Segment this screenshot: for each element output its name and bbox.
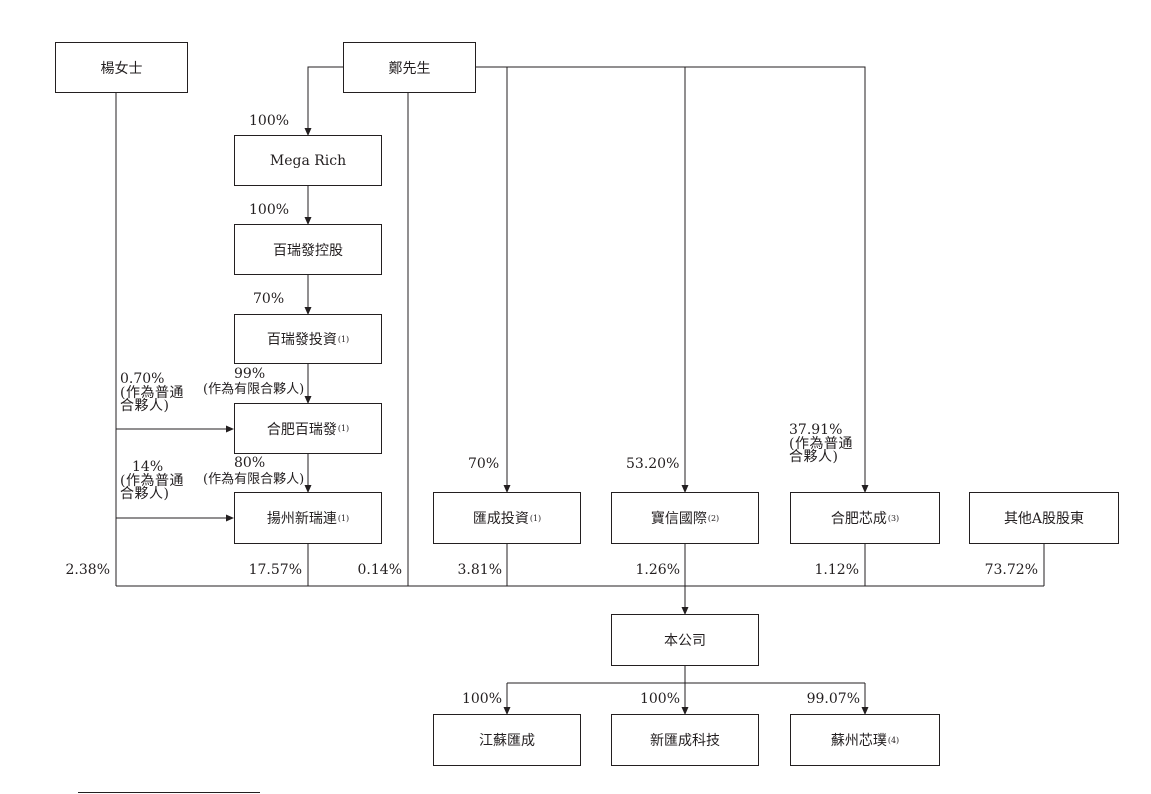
entity-huicheng-invest: 匯成投資(1) <box>433 492 581 544</box>
role-yang-yangzhou-2: 合夥人) <box>120 486 170 502</box>
entity-hefei-bairuifa-label: 合肥百瑞發 <box>266 421 337 438</box>
entity-bairuifa-invest-label: 百瑞發投資 <box>266 332 337 348</box>
pct-hefei-yangzhou: 80% <box>234 455 266 471</box>
pct-zheng-xincheng: 37.91% <box>789 422 843 438</box>
edge-zheng-top-bus <box>475 66 869 493</box>
pct-yang-hefei: 0.70% <box>120 371 165 387</box>
role-hefei-yangzhou: (作為有限合夥人) <box>203 472 305 487</box>
pct-company-suzhou: 99.07% <box>806 691 860 707</box>
entity-hefei-bairuifa: 合肥百瑞發(1) <box>234 403 382 454</box>
pct-company-tech: 100% <box>639 691 680 707</box>
entity-suzhou-xinpu-note: (4) <box>887 735 900 745</box>
label-yang-hefei: 0.70% (作為普通 合夥人) <box>120 371 184 414</box>
entity-yangzhou-xinruilian: 揚州新瑞連(1) <box>234 492 382 544</box>
entity-mr-zheng: 鄭先生 <box>343 42 476 93</box>
entity-suzhou-xinpu: 蘇州芯璞(4) <box>790 714 940 766</box>
entity-jiangsu-huicheng-label: 江蘇匯成 <box>479 733 535 749</box>
entity-huicheng-invest-note: (1) <box>529 513 542 523</box>
entity-mega-rich-label: Mega Rich <box>269 152 347 169</box>
entity-hefei-xincheng-note: (3) <box>887 513 900 523</box>
pct-zheng-huicheng: 70% <box>468 456 500 472</box>
pct-mega-holding: 100% <box>249 202 290 218</box>
entity-other-a-share: 其他A股股東 <box>969 492 1119 544</box>
entity-xin-huicheng-tech-label: 新匯成科技 <box>650 733 720 749</box>
entity-baoxin-intl: 寶信國際(2) <box>611 492 759 544</box>
entity-ms-yang: 楊女士 <box>55 42 188 93</box>
pct-baoxin-company: 1.26% <box>635 562 680 578</box>
pct-zheng-company: 0.14% <box>357 562 402 578</box>
entity-xin-huicheng-tech: 新匯成科技 <box>611 714 759 766</box>
entity-hefei-xincheng-label: 合肥芯成 <box>830 511 887 527</box>
pct-yang-yangzhou: 14% <box>132 459 164 475</box>
entity-mega-rich: Mega Rich <box>234 135 382 186</box>
entity-yangzhou-xinruilian-label: 揚州新瑞連 <box>266 511 337 527</box>
entity-baoxin-intl-label: 寶信國際 <box>650 511 707 527</box>
pct-yang-company: 2.38% <box>65 562 110 578</box>
pct-other-company: 73.72% <box>984 562 1038 578</box>
entity-hefei-xincheng: 合肥芯成(3) <box>790 492 940 544</box>
pct-xincheng-company: 1.12% <box>814 562 859 578</box>
pct-yangzhou-company: 17.57% <box>248 562 302 578</box>
role-zheng-xincheng-1: (作為普通 <box>789 436 853 452</box>
entity-bairuifa-holding-label: 百瑞發控股 <box>273 242 343 259</box>
entity-suzhou-xinpu-label: 蘇州芯璞 <box>830 733 887 749</box>
pct-company-jiangsu: 100% <box>461 691 502 707</box>
entity-company: 本公司 <box>611 614 759 666</box>
footnote-divider <box>78 792 260 793</box>
entity-ms-yang-label: 楊女士 <box>100 60 143 77</box>
role-invest-hefei: (作為有限合夥人) <box>203 382 305 397</box>
entity-bairuifa-holding: 百瑞發控股 <box>234 224 382 275</box>
entity-huicheng-invest-label: 匯成投資 <box>472 511 529 527</box>
label-zheng-xincheng: 37.91% (作為普通 合夥人) <box>789 422 853 465</box>
role-zheng-xincheng-2: 合夥人) <box>789 449 839 465</box>
entity-jiangsu-huicheng: 江蘇匯成 <box>433 714 581 766</box>
pct-huicheng-company: 3.81% <box>457 562 502 578</box>
entity-mr-zheng-label: 鄭先生 <box>388 60 431 77</box>
pct-zheng-mega: 100% <box>249 113 290 129</box>
entity-baoxin-intl-note: (2) <box>707 513 720 523</box>
label-yang-yangzhou: 14% (作為普通 合夥人) <box>120 459 184 502</box>
role-yang-hefei-1: (作為普通 <box>120 385 184 401</box>
pct-holding-invest: 70% <box>253 291 285 307</box>
entity-bairuifa-invest-note: (1) <box>337 334 350 344</box>
pct-zheng-baoxin: 53.20% <box>626 456 680 472</box>
entity-company-label: 本公司 <box>664 633 706 649</box>
entity-other-a-share-label: 其他A股股東 <box>1003 511 1085 527</box>
entity-yangzhou-xinruilian-note: (1) <box>337 513 350 523</box>
edge-zheng-mega <box>304 66 343 136</box>
pct-invest-hefei: 99% <box>234 366 266 382</box>
entity-bairuifa-invest: 百瑞發投資(1) <box>234 314 382 364</box>
role-yang-hefei-2: 合夥人) <box>120 398 170 414</box>
role-yang-yangzhou-1: (作為普通 <box>120 473 184 489</box>
entity-hefei-bairuifa-note: (1) <box>337 424 350 433</box>
